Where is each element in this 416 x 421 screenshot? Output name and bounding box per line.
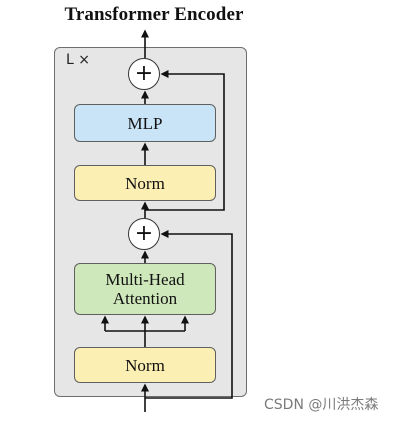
plus-icon: + [134, 221, 154, 246]
residual-connection-2 [145, 70, 225, 211]
residual-connection-1 [145, 230, 233, 399]
watermark: CSDN @川洪杰森 [264, 397, 379, 413]
norm-block-bottom: Norm [74, 347, 216, 383]
add-node-bottom: + [128, 218, 160, 250]
norm-bottom-label: Norm [125, 355, 165, 375]
mlp-label: MLP [127, 113, 163, 133]
norm-block-top: Norm [74, 165, 216, 201]
attention-label: Multi-Head Attention [105, 270, 185, 308]
mlp-block: MLP [74, 104, 216, 142]
repeat-count-label: L × [66, 52, 90, 68]
plus-icon: + [134, 61, 154, 86]
add-node-top: + [128, 58, 160, 90]
norm-top-label: Norm [125, 173, 165, 193]
diagram-title: Transformer Encoder [64, 4, 244, 25]
multi-head-attention-block: Multi-Head Attention [74, 263, 216, 315]
